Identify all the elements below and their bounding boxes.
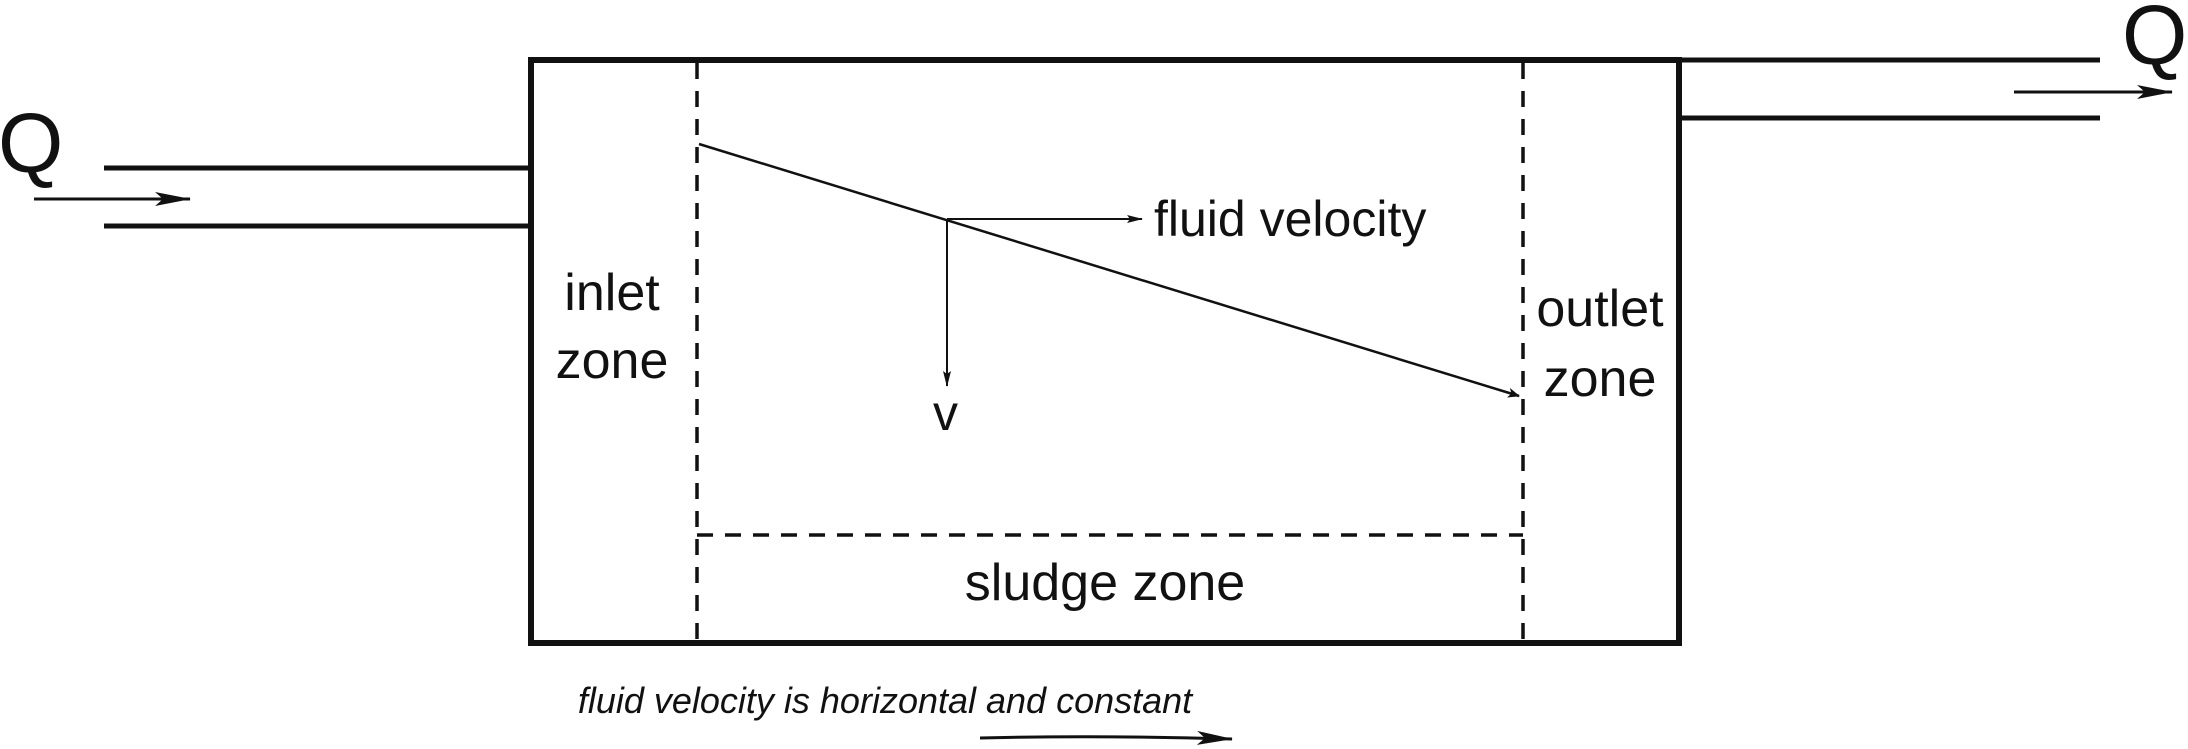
- outlet-zone-label-line2: zone: [1544, 350, 1657, 408]
- outflow-label: Q: [2122, 0, 2187, 82]
- settling-velocity-label: v: [933, 385, 958, 441]
- inlet-zone-label-line2: zone: [556, 332, 669, 390]
- inflow-label: Q: [0, 96, 63, 190]
- outlet-zone-label-line1: outlet: [1536, 280, 1664, 338]
- fluid-velocity-label: fluid velocity: [1154, 191, 1426, 247]
- caption: fluid velocity is horizontal and constan…: [578, 680, 1194, 721]
- inlet-zone-label-line1: inlet: [564, 264, 660, 322]
- zone-dividers: [695, 63, 1525, 640]
- particle-trajectory-arrow: [698, 142, 1520, 398]
- caption-arrow: [979, 730, 1233, 745]
- outlet-pipe: [1679, 57, 2100, 121]
- inlet-pipe: [104, 165, 531, 229]
- tank-outline: [528, 57, 1682, 646]
- sludge-zone-label: sludge zone: [965, 554, 1245, 612]
